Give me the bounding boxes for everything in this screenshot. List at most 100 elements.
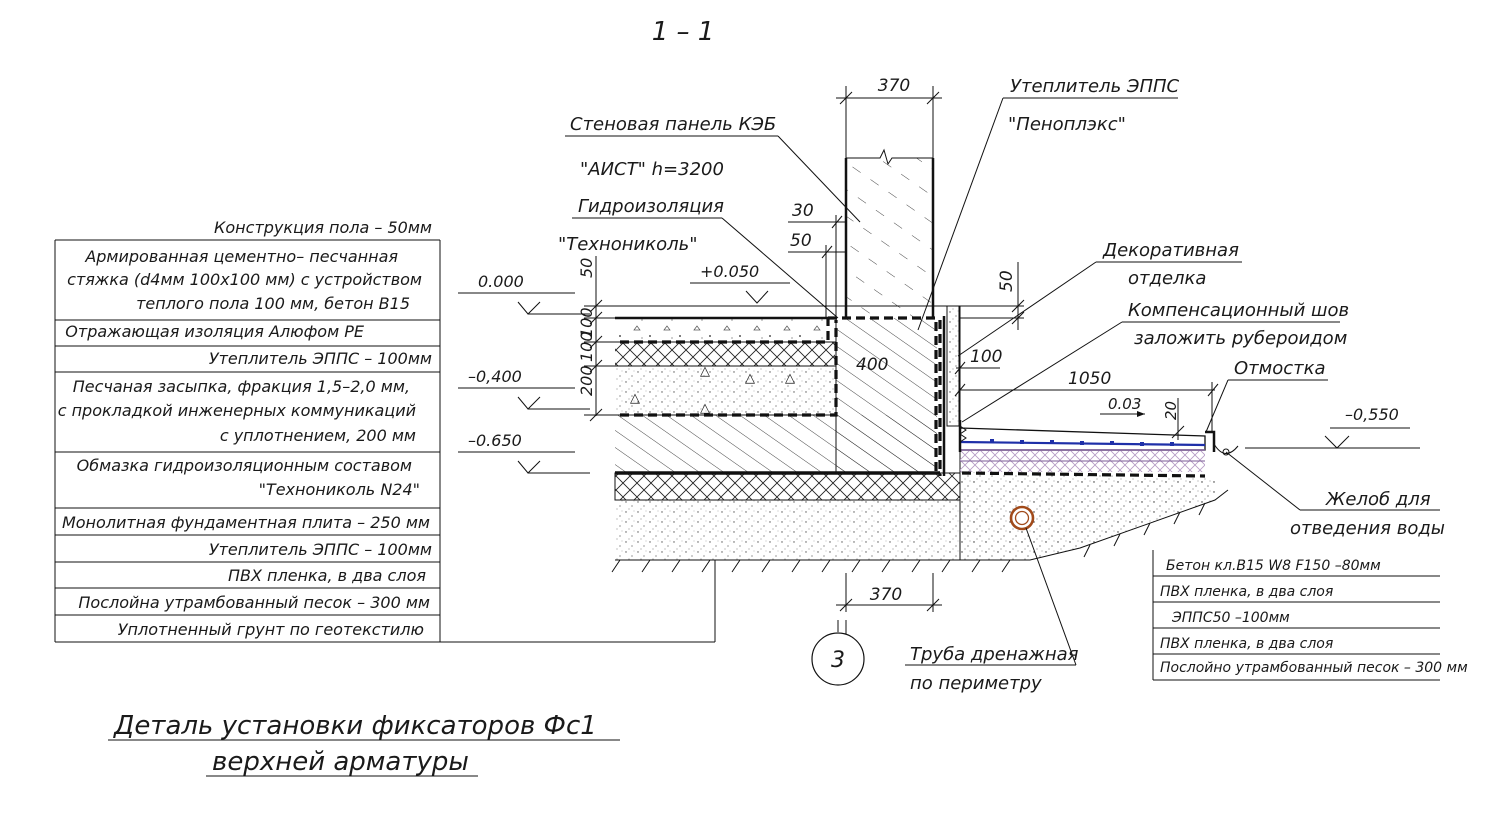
level-mark-m550: –0,550 [1245,405,1420,449]
svg-text:200: 200 [577,365,596,396]
left-row-7: Утеплитель ЭППС – 100мм [209,540,432,559]
svg-text:отведения воды: отведения воды [1290,518,1445,539]
dim-1050: 1050 [954,369,1219,432]
level-mark-zero: 0.000 [458,272,590,315]
dim-bottom-370: 370 [836,573,942,612]
svg-text:0.03: 0.03 [1108,395,1141,413]
svg-text:20: 20 [1162,401,1180,420]
left-row-10: Уплотненный грунт по геотекстилю [118,620,424,639]
left-row-4c: с уплотнением, 200 мм [220,426,416,445]
left-row-6: Монолитная фундаментная плита – 250 мм [62,513,430,532]
svg-text:+0.050: +0.050 [700,262,759,281]
label-wall-panel: Стеновая панель КЭБ "АИСТ" h=3200 [565,114,861,223]
svg-text:Утеплитель ЭППС: Утеплитель ЭППС [1010,76,1180,97]
svg-text:отделка: отделка [1128,268,1206,289]
svg-text:50: 50 [997,270,1017,292]
dim-100c: 100 [954,347,1002,375]
svg-text:–0,550: –0,550 [1345,405,1399,424]
level-mark-floor: +0.050 [690,262,790,304]
level-mark-m400: –0,400 [458,367,590,410]
left-row-3: Утеплитель ЭППС – 100мм [209,349,432,368]
left-row-2: Отражающая изоляция Алюфом PE [65,322,365,341]
svg-text:1050: 1050 [1068,369,1111,389]
svg-text:100: 100 [577,331,596,362]
decorative-finish [946,305,960,427]
epps-under-slab [614,472,961,501]
floor-screed [615,318,825,342]
svg-text:Желоб для: Желоб для [1325,489,1431,510]
left-layer-table: Конструкция пола – 50мм Армированная цем… [54,218,716,643]
svg-text:△: △ [700,364,710,379]
sand-backfill [615,366,835,414]
plinth [836,318,937,473]
svg-text:"Технониколь": "Технониколь" [558,234,698,255]
svg-text:△: △ [785,371,795,386]
drain-pipe [1009,505,1035,531]
label-waterproofing: Гидроизоляция "Технониколь" [558,196,839,319]
dim-vertical-left: 50 100 100 200 [577,256,615,422]
level-mark-m650: –0.650 [458,431,590,474]
svg-text:по периметру: по периметру [910,673,1042,694]
label-insulation: Утеплитель ЭППС "Пеноплэкс" [917,76,1180,331]
left-row-8: ПВХ пленка, в два слоя [228,566,426,585]
svg-text:Гидроизоляция: Гидроизоляция [578,196,724,217]
label-drain: Труба дренажная по периметру [905,527,1079,694]
svg-text:Компенсационный шов: Компенсационный шов [1128,300,1349,321]
svg-text:50: 50 [577,258,596,278]
svg-text:Декоративная: Декоративная [1102,240,1239,261]
left-row-5b: "Технониколь N24" [259,480,420,499]
right-row-4: Послойно утрамбованный песок – 300 мм [1160,660,1468,676]
wall-panel [846,158,933,318]
right-row-0: Бетон кл.B15 W8 F150 –80мм [1166,558,1381,574]
section-mark: 1 – 1 [652,17,715,47]
dim-50a: 50 [788,231,846,318]
dim-50c: 50 [960,262,1025,330]
left-row-5a: Обмазка гидроизоляционным составом [77,456,412,475]
svg-text:Отмостка: Отмостка [1234,358,1326,379]
drawing-title: Деталь установки фиксаторов Фс1 верхней … [108,711,620,777]
svg-text:"Пеноплэкс": "Пеноплэкс" [1008,114,1126,135]
svg-text:Труба дренажная: Труба дренажная [910,644,1079,665]
svg-text:△: △ [700,401,710,416]
right-layer-table: Бетон кл.B15 W8 F150 –80мм ПВХ пленка, в… [1152,550,1468,681]
left-row-0: Конструкция пола – 50мм [214,218,432,237]
label-gutter: Желоб для отведения воды [1225,451,1445,539]
svg-text:100: 100 [970,347,1002,367]
label-decorative: Декоративная отделка [957,240,1242,357]
svg-text:верхней арматуры: верхней арматуры [212,747,469,777]
right-row-2: ЭППС50 –100мм [1171,610,1290,626]
left-row-1a: Армированная цементно– песчанная [84,247,398,266]
svg-text:△: △ [630,391,640,406]
svg-text:370: 370 [870,585,902,605]
svg-text:Стеновая панель КЭБ: Стеновая панель КЭБ [570,114,776,135]
dim-slope: 0.03 [1100,395,1145,417]
floor-epps [615,342,835,366]
left-row-9: Послойна утрамбованный песок – 300 мм [78,593,430,612]
label-joint: Компенсационный шов заложить рубероидом [961,300,1349,423]
dim-20: 20 [1162,398,1185,440]
svg-text:–0,400: –0,400 [468,367,522,386]
svg-text:заложить рубероидом: заложить рубероидом [1134,328,1347,349]
dim-30: 30 [788,201,846,318]
label-blind-area: Отмостка [1205,358,1328,433]
dim-top-370: 370 [836,76,942,158]
blind-area [958,420,1239,478]
svg-text:–0.650: –0.650 [468,431,522,450]
dim-400: 400 [856,355,888,375]
right-row-3: ПВХ пленка, в два слоя [1160,636,1333,652]
right-row-1: ПВХ пленка, в два слоя [1160,584,1333,600]
svg-text:50: 50 [790,231,812,251]
left-row-4a: Песчаная засыпка, фракция 1,5–2,0 мм, [73,377,410,396]
callout-number: 3 [831,648,845,673]
axis-bubble [811,632,865,686]
svg-text:"АИСТ" h=3200: "АИСТ" h=3200 [580,159,724,180]
svg-text:30: 30 [792,201,814,221]
svg-text:100: 100 [577,307,596,338]
left-row-1c: теплого пола 100 мм, бетон В15 [136,294,410,313]
svg-text:Деталь установки фиксаторов Фс: Деталь установки фиксаторов Фс1 [113,711,597,741]
svg-text:△: △ [745,371,755,386]
left-row-1b: стяжка (d4мм 100х100 мм) с устройством [67,270,422,289]
svg-text:370: 370 [878,76,910,96]
svg-text:0.000: 0.000 [478,272,524,291]
